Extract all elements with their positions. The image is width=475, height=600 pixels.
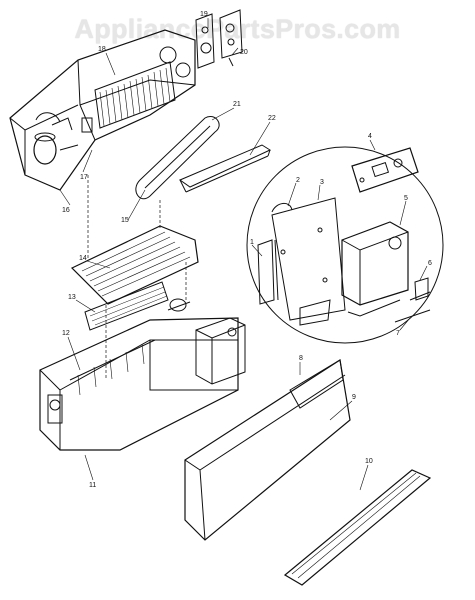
callout-labels: 1 2 3 4 5 6 7 8 9 10 11 12 13 14 15 16 1… xyxy=(62,11,432,489)
callout-4: 4 xyxy=(368,133,372,140)
part-21-duct xyxy=(135,116,220,200)
callout-7: 7 xyxy=(396,330,400,337)
callout-3: 3 xyxy=(320,179,324,186)
lower-cabinet xyxy=(39,298,246,451)
callout-10: 10 xyxy=(365,458,373,465)
fan-bracket-assembly xyxy=(195,9,243,69)
callout-18: 18 xyxy=(98,46,106,53)
part-22-channel xyxy=(178,144,272,193)
callout-19: 19 xyxy=(200,11,208,18)
callout-9: 9 xyxy=(352,394,356,401)
part-9-front-cover xyxy=(184,359,351,541)
callout-leaders xyxy=(59,18,428,491)
callout-13: 13 xyxy=(68,294,76,301)
callout-17: 17 xyxy=(80,174,88,181)
callout-5: 5 xyxy=(404,195,408,202)
callout-8: 8 xyxy=(299,355,303,362)
callout-15: 15 xyxy=(121,217,129,224)
chassis-assembly xyxy=(9,29,196,191)
part-10-grille xyxy=(283,469,432,586)
part-13-filter xyxy=(84,281,169,331)
part-14-grille xyxy=(70,225,199,305)
callout-16: 16 xyxy=(62,207,70,214)
callout-11: 11 xyxy=(89,482,96,489)
callout-14: 14 xyxy=(79,255,87,262)
control-inset xyxy=(246,146,444,344)
callout-22: 22 xyxy=(268,115,276,122)
callout-2: 2 xyxy=(296,177,300,184)
callout-20: 20 xyxy=(240,49,248,56)
callout-21: 21 xyxy=(233,101,241,108)
callout-12: 12 xyxy=(62,330,70,337)
leader-lines xyxy=(87,175,187,380)
callout-1: 1 xyxy=(250,239,254,246)
callout-6: 6 xyxy=(428,260,432,267)
